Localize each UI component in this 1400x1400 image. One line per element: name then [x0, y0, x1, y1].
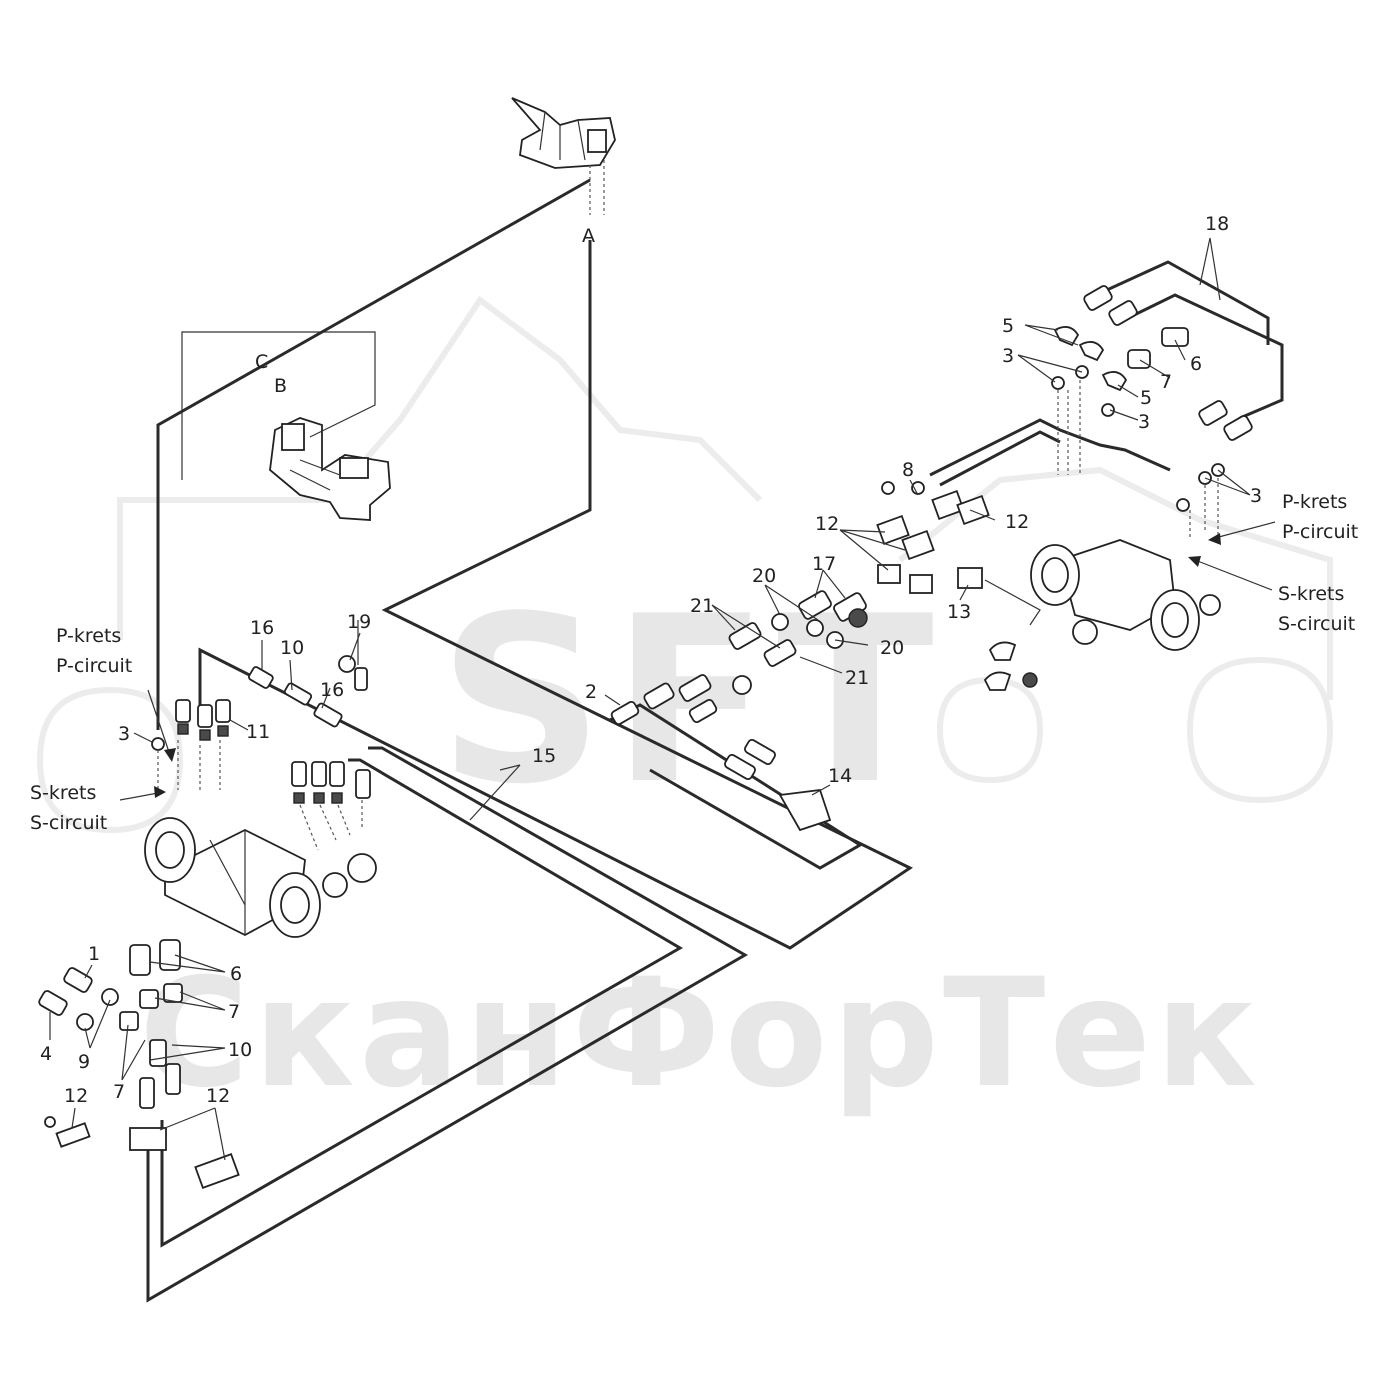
line-15-front — [160, 758, 683, 1248]
watermark-machine-outline — [36, 295, 1334, 834]
label-p-circuit-left: P-circuit — [56, 655, 132, 677]
line-c — [156, 178, 591, 730]
label-13: 13 — [947, 601, 971, 623]
label-p-krets-right: P-krets — [1282, 491, 1347, 513]
label-s-circuit-left: S-circuit — [30, 812, 107, 834]
rear-axle — [1030, 539, 1221, 651]
label-s-krets-right: S-krets — [1278, 583, 1344, 605]
line-18-inner — [1127, 293, 1284, 420]
valve-block — [269, 417, 391, 521]
label-p-circuit-right: P-circuit — [1282, 521, 1358, 543]
label-p-krets-left: P-krets — [56, 625, 121, 647]
line-rear-cross — [929, 418, 1171, 477]
label-a: A — [582, 225, 595, 247]
label-b: B — [274, 375, 287, 397]
leader-lines — [49, 237, 1251, 1161]
label-3-right: 3 — [1250, 485, 1262, 507]
line-a — [198, 240, 913, 950]
label-18: 18 — [1205, 213, 1229, 235]
labels: A C B 18 5 3 6 7 5 3 3 P-krets P-circuit… — [30, 213, 1358, 1107]
label-21-top: 21 — [690, 595, 714, 617]
label-9: 9 — [78, 1051, 90, 1073]
label-3-top: 3 — [1002, 345, 1014, 367]
label-12-left-2: 12 — [206, 1085, 230, 1107]
label-6-left: 6 — [230, 963, 242, 985]
label-7-left-top: 7 — [228, 1001, 240, 1023]
fittings — [38, 285, 1253, 1189]
s-krets-right-arrow-icon — [1188, 556, 1201, 567]
label-20-bottom: 20 — [880, 637, 904, 659]
line-a-connector — [589, 160, 605, 215]
line-rear-cross-2 — [939, 430, 1061, 487]
label-20-top: 20 — [752, 565, 776, 587]
label-3-mid: 3 — [1138, 411, 1150, 433]
label-14: 14 — [828, 765, 852, 787]
p-krets-right-arrow-icon — [1208, 533, 1221, 545]
label-6-right: 6 — [1190, 353, 1202, 375]
arrows — [119, 521, 1276, 801]
label-16-mid: 16 — [320, 679, 344, 701]
label-17: 17 — [812, 553, 836, 575]
p-krets-left-arrow-icon — [164, 748, 176, 762]
label-3-left: 3 — [118, 723, 130, 745]
label-10-top: 10 — [280, 637, 304, 659]
pipe-lines — [146, 178, 1284, 1303]
p-krets-right-arrow-line — [1214, 521, 1276, 539]
front-axle — [144, 817, 377, 938]
label-12-mid: 12 — [815, 513, 839, 535]
s-krets-left-arrow-line — [119, 792, 159, 801]
s-krets-left-arrow-icon — [154, 786, 166, 798]
label-5-mid: 5 — [1140, 387, 1152, 409]
label-12-right: 12 — [1005, 511, 1029, 533]
label-16-top: 16 — [250, 617, 274, 639]
label-21-bottom: 21 — [845, 667, 869, 689]
label-8: 8 — [902, 459, 914, 481]
line-15-rear — [146, 746, 749, 1303]
label-s-krets-left: S-krets — [30, 782, 96, 804]
watermark-company-name: СканФорТек — [139, 947, 1261, 1121]
label-15: 15 — [532, 745, 556, 767]
label-11: 11 — [246, 721, 270, 743]
label-4: 4 — [40, 1043, 52, 1065]
label-5-top: 5 — [1002, 315, 1014, 337]
label-7-left-bottom: 7 — [113, 1081, 125, 1103]
brake-pedal-valve — [511, 97, 616, 169]
label-2: 2 — [585, 681, 597, 703]
watermark: SFT СканФорТек — [36, 295, 1334, 1121]
label-s-circuit-right: S-circuit — [1278, 613, 1355, 635]
label-c: C — [255, 351, 268, 373]
label-12-left: 12 — [64, 1085, 88, 1107]
label-7-right: 7 — [1160, 371, 1172, 393]
line-13-stub — [984, 579, 1041, 626]
label-10-left: 10 — [228, 1039, 252, 1061]
label-1: 1 — [88, 943, 100, 965]
p-krets-left-arrow-line — [147, 689, 171, 756]
valve-feed-line — [181, 331, 376, 480]
s-krets-right-arrow-line — [1194, 559, 1273, 591]
label-19: 19 — [347, 611, 371, 633]
